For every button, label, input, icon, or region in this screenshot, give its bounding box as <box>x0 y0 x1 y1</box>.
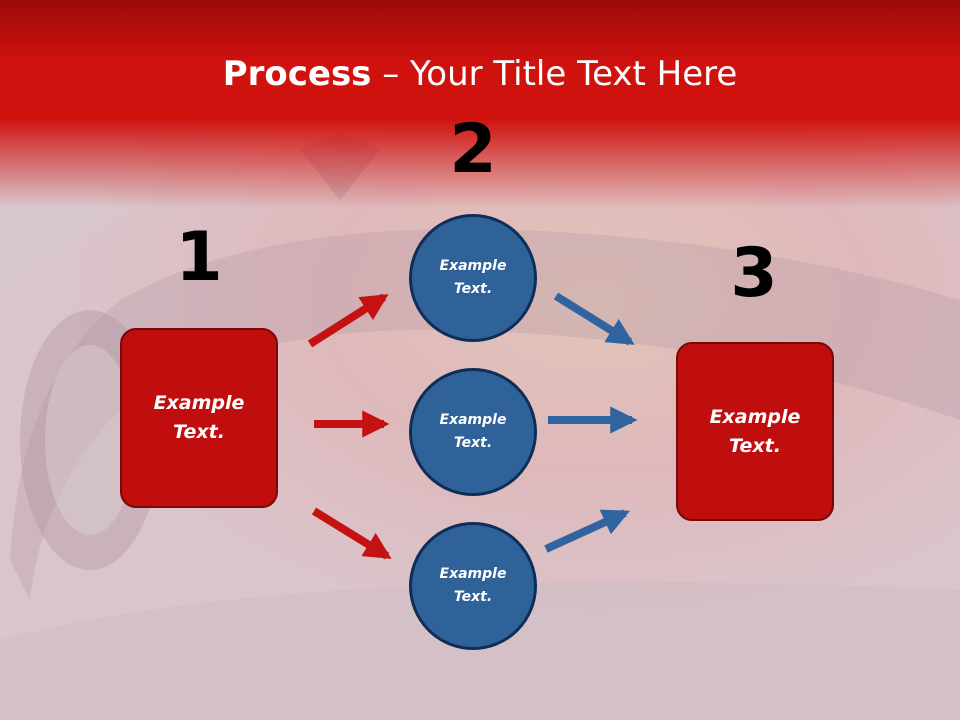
title-bold: Process <box>222 54 372 94</box>
step-number-3: 3 <box>730 234 778 313</box>
slide-title: Process – Your Title Text Here <box>0 52 960 96</box>
red-arrow-up <box>307 293 389 348</box>
circle-middle-text-line1: Example <box>439 412 507 428</box>
step-1-text-line1: Example <box>153 392 245 414</box>
circle-middle-text-line2: Text. <box>453 435 493 451</box>
circle-middle: Example Text. <box>409 368 537 496</box>
circle-top-text-line1: Example <box>439 258 507 274</box>
step-number-2: 2 <box>449 110 497 189</box>
title-rest: – Your Title Text Here <box>371 54 738 94</box>
step-1-box: Example Text. <box>120 328 278 508</box>
blue-arrow-up <box>544 509 630 553</box>
step-1-text-line2: Text. <box>173 421 225 443</box>
step-3-box: Example Text. <box>676 342 834 521</box>
circle-bottom-text-line2: Text. <box>453 589 493 605</box>
circle-top-text-line2: Text. <box>453 281 493 297</box>
step-3-text-line2: Text. <box>729 434 781 457</box>
circle-bottom: Example Text. <box>409 522 537 650</box>
blue-arrow-down <box>553 292 635 346</box>
circle-bottom-text-line1: Example <box>439 566 507 582</box>
circle-top: Example Text. <box>409 214 537 342</box>
step-number-1: 1 <box>175 218 223 297</box>
red-arrow-down <box>311 507 392 560</box>
step-3-text-line1: Example <box>709 405 801 428</box>
